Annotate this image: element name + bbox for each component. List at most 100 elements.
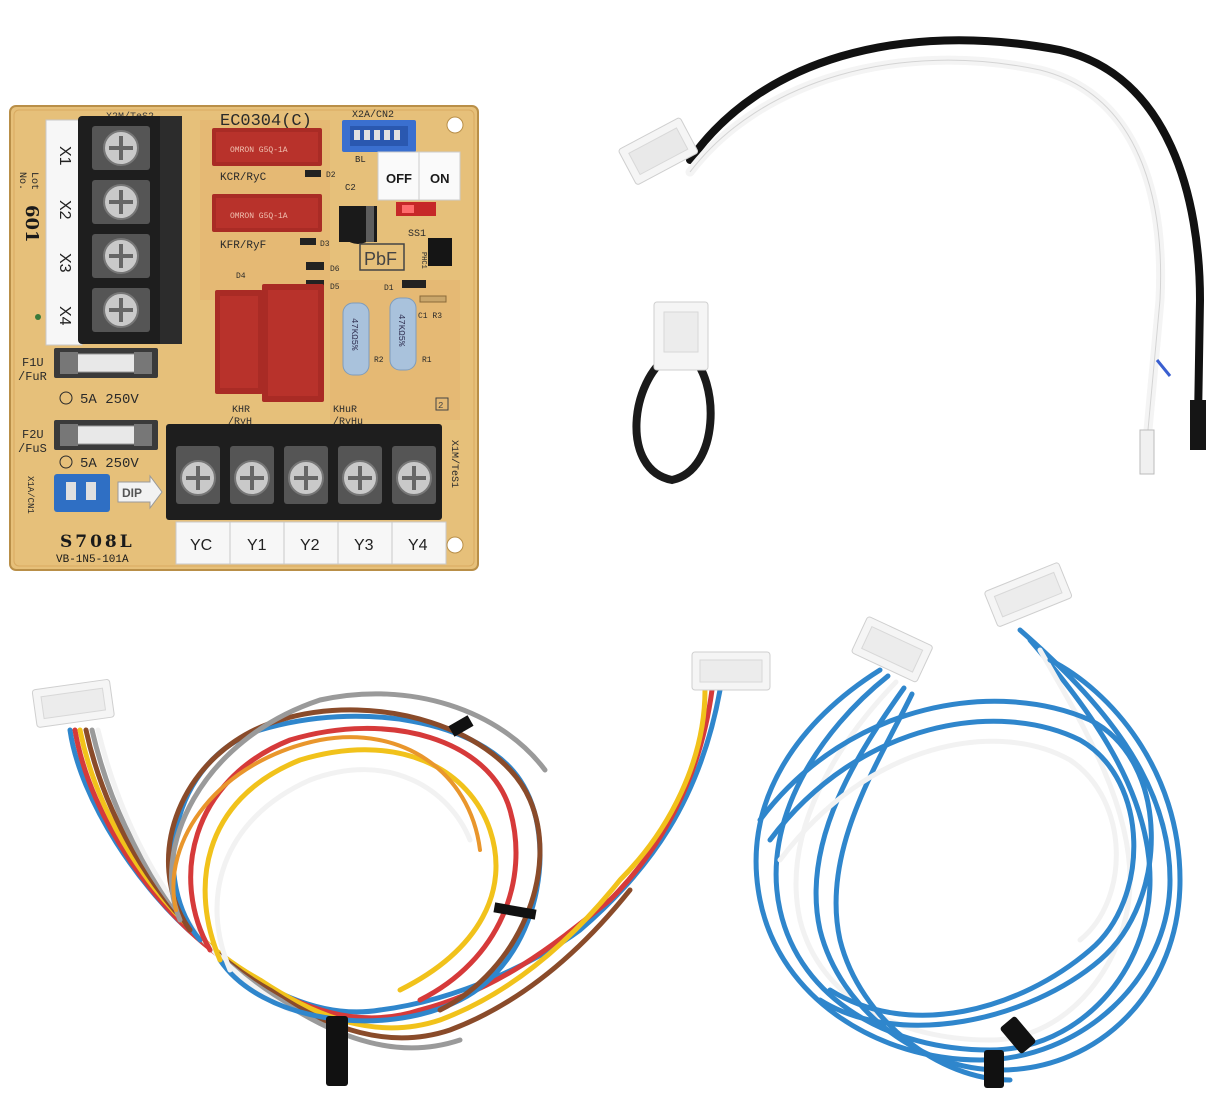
blue-harness-connector-left (851, 616, 933, 683)
silk-part-code: S708L (60, 532, 135, 552)
fuse-symbol-2 (59, 455, 73, 469)
silk-x2a: X2A/CN2 (352, 109, 394, 121)
silk-bl: BL (355, 155, 366, 165)
terminal-label-y4: Y4 (408, 537, 428, 554)
lot-number: 601 (21, 205, 42, 243)
cable-tie-5 (984, 1050, 1004, 1088)
fuse-symbol-1 (59, 391, 73, 405)
resistor-r2: 47KΩ5% (342, 302, 370, 376)
silk-khr-1: KHR (232, 405, 250, 416)
pbf-box (359, 243, 405, 271)
left-terminal-labels: X1 X2 X3 X4 (56, 146, 73, 326)
switch-ss1-label: OFF ON (377, 151, 461, 201)
led-dot (35, 314, 41, 320)
silk-d5: D5 (330, 283, 340, 292)
mount-hole-top-right (446, 116, 464, 134)
screw-y1 (230, 446, 274, 504)
cable-tie-2 (493, 902, 537, 920)
silk-phc1: PHC1 (419, 252, 427, 269)
left-label-strip (45, 119, 83, 346)
resistor-r1: 47KΩ5% (389, 297, 417, 371)
cable-tie-3 (326, 1016, 348, 1086)
svg-text:47KΩ5%: 47KΩ5% (396, 314, 406, 347)
silk-r1: R1 (422, 356, 432, 365)
terminal-black (1190, 400, 1206, 450)
relay-kfr: OMRON G5Q-1A (212, 194, 322, 232)
relay-khr (215, 290, 263, 394)
terminal-label-y2: Y2 (300, 537, 320, 554)
silk-d2: D2 (326, 171, 336, 180)
cable-tie-4 (1000, 1016, 1036, 1054)
silk-khur-1: KHuR (333, 405, 357, 416)
screw-y4 (392, 446, 436, 504)
dip-connector-x1a (54, 474, 110, 512)
silk-x1m: X1M/TeS1 (448, 440, 460, 488)
wire-marker (1155, 359, 1172, 377)
terminal-label-yc: YC (190, 537, 212, 554)
silk-d1: D1 (384, 284, 394, 293)
relay-kcr: OMRON G5Q-1A (212, 128, 322, 166)
silk-d3: D3 (320, 240, 330, 249)
silk-kfr: KFR/RyF (220, 240, 266, 252)
silk-pbf: PbF (364, 249, 397, 269)
connector-x2a (342, 120, 416, 152)
silk-f1u-2: /FuR (18, 370, 47, 384)
diode-d2 (305, 170, 321, 177)
fuse-rating-1: 5A 250V (80, 392, 139, 408)
silk-d6: D6 (330, 265, 340, 274)
screw-x2 (92, 180, 150, 224)
screw-x3 (92, 234, 150, 278)
control-pcb: X2M/TeS2 EC0304(C) X2A/CN2 BL Lot No. 60… (9, 105, 479, 571)
bottom-terminal-block (166, 424, 442, 520)
lot-label: Lot (28, 172, 39, 190)
screw-x4 (92, 288, 150, 332)
bottom-label-strip (175, 521, 447, 565)
silk-dip: DIP (122, 486, 142, 500)
silk-x1a: X1A/CN1 (25, 476, 35, 514)
diode-d3 (300, 238, 316, 245)
pcb-model: EC0304(C) (220, 112, 312, 131)
silk-board-code: VB-1N5-101A (56, 554, 129, 566)
terminal-white (1139, 429, 1155, 475)
jumper-wire (632, 351, 715, 485)
terminal-label-x2: X2 (56, 200, 73, 220)
silk-kcr: KCR/RyC (220, 172, 267, 184)
multicolor-harness (67, 687, 723, 1086)
silk-f2u-2: /FuS (18, 442, 47, 456)
blue-harness (753, 627, 1183, 1088)
resistor-r3 (419, 295, 447, 303)
dip-arrow (117, 474, 163, 510)
lot-marking: Lot No. 601 (16, 172, 42, 243)
fuse-f2u (54, 420, 158, 450)
fuse-f1u (54, 348, 158, 378)
silk-c1r3: C1 R3 (418, 312, 442, 321)
screw-yc (176, 446, 220, 504)
switch-off-label: OFF (386, 171, 412, 186)
fuse-rating-2: 5A 250V (80, 456, 139, 472)
diode-d1 (402, 280, 426, 288)
diode-d6 (306, 262, 324, 270)
photocoupler-phc1 (428, 238, 452, 266)
harness-connector-right (691, 651, 771, 691)
terminal-label-x4: X4 (56, 306, 73, 326)
pcb-edge (13, 109, 475, 567)
left-terminal-edge (160, 116, 182, 344)
cable-tie-1 (448, 715, 474, 737)
mount-hole-bottom-right (446, 536, 464, 554)
terminal-label-y3: Y3 (354, 537, 374, 554)
switch-on-label: ON (430, 171, 450, 186)
terminal-label-x1: X1 (56, 146, 73, 166)
silk-f2u-1: F2U (22, 428, 44, 442)
screw-x1 (92, 126, 150, 170)
jumper-loop (632, 301, 715, 485)
wire-white (685, 55, 1166, 435)
wire-black (686, 36, 1205, 424)
blue-harness-connector-right (984, 562, 1073, 627)
silk-f1u-1: F1U (22, 356, 44, 370)
left-terminal-body (78, 116, 182, 344)
screw-y2 (284, 446, 328, 504)
relay-khur (262, 284, 324, 402)
svg-text:OMRON G5Q-1A: OMRON G5Q-1A (230, 146, 288, 155)
screw-y3 (338, 446, 382, 504)
